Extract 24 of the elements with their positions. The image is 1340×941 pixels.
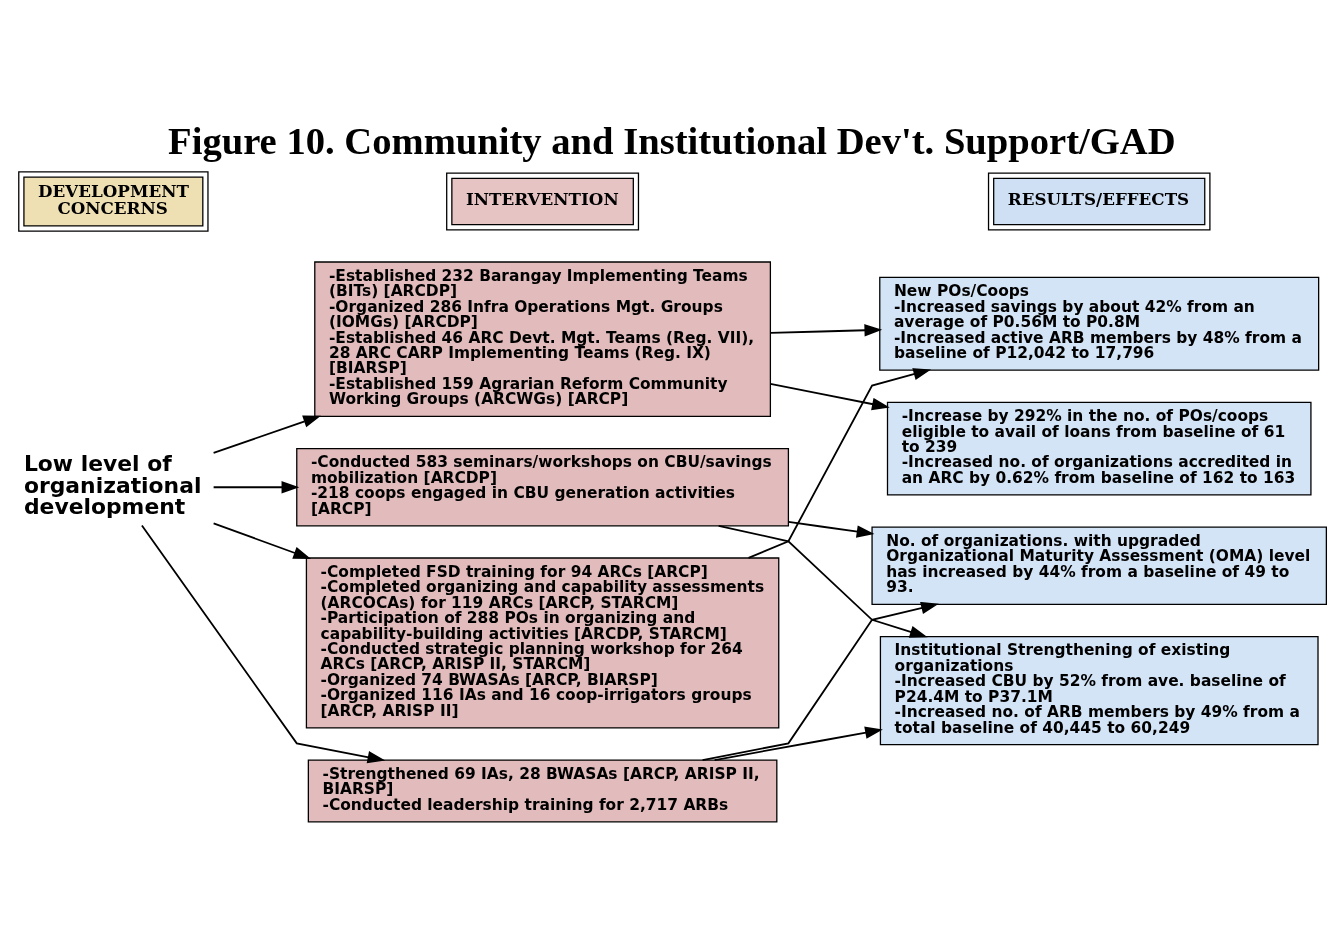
diagram-title: Figure 10. Community and Institutional Dev't. Support/GAD [168,119,1176,162]
node-box: -Strengthened 69 IAs, 28 BWASAs [ARCP, ARISP II, BIARSP] -Conducted leadership training for 2,717 ARBs [307,759,778,823]
arrow [212,522,312,559]
arrow [769,324,883,337]
arrow [747,368,932,559]
arrow [787,521,875,538]
arrow [212,481,300,494]
node-box: -Established 232 Barangay Implementing Teams (BITs) [ARCDP] -Organized 286 Infra Operations Mgt. Groups (IOMGs) [ARCDP] -Established 46 ARC Devt. Mgt. Teams (Reg. VII), 28 ARC CARP Implementing Teams (Reg. IX) [BIARSP] -Established 159 Agrarian Reform Community Working Groups (ARCWGs) [ARCP] [314,261,772,418]
arrow [717,524,928,638]
node-box: -Increase by 292% in the no. of POs/coops eligible to avail of loans from baseline of 61 to 239 -Increased no. of organizations accredited in an ARC by 0.62% from baseline of 162 to 163 [886,401,1312,496]
node-box: INTERVENTION [446,172,640,231]
arrow [212,415,321,454]
node-box: DEVELOPMENT CONCERNS [18,171,209,232]
node-box: -Conducted 583 seminars/workshops on CBU/savings mobilization [ARCDP] -218 coops engaged in CBU generation activities [ARCP] [296,447,790,527]
arrow [769,383,890,411]
node-box: RESULTS/EFFECTS [987,172,1211,231]
arrow [713,726,883,761]
arrow [701,601,939,761]
node-box: Institutional Strengthening of existing organizations -Increased CBU by 52% from ave. baseline of P24.4M to P37.1M -Increased no. of ARB members by 49% from a total baseline of 40,445 to 60,249 [879,635,1319,746]
node-text: Low level of organizational development [23,450,202,520]
node-box: New POs/Coops -Increased savings by about 42% from an average of P0.56M to P0.8M -Increased active ARB members by 48% from a baseline of P12,042 to 17,796 [879,276,1320,371]
node-box: -Completed FSD training for 94 ARCs [ARCP] -Completed organizing and capability assessments (ARCOCAs) for 119 ARCs [ARCP, STARCM] -Participation of 288 POs in organizing and capability-building activities [ARCDP, STARCM] -Conducted strategic planning workshop for 264 ARCs [ARCP, ARISP II, STARCM] -Organized 74 BWASAs [ARCP, BIARSP] -Organized 116 IAs and 16 coop-irrigators groups [ARCP, ARISP II] [305,557,780,729]
arrow [141,524,386,764]
node-box: No. of organizations. with upgraded Organizational Maturity Assessment (OMA) level has increased by 44% from a baseline of 49 to 93. [871,526,1327,605]
